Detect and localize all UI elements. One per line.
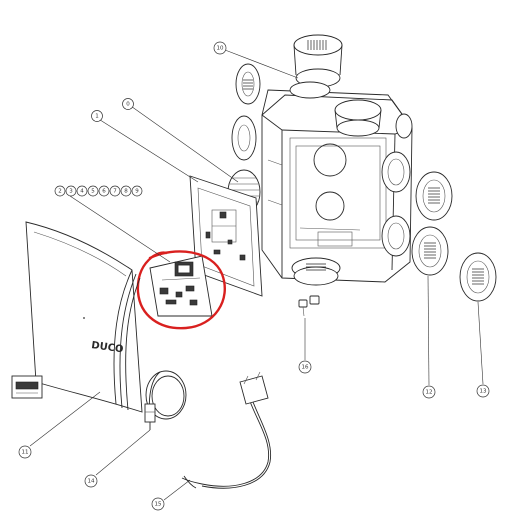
svg-text:3: 3	[69, 189, 73, 195]
callout-4: 4	[76, 185, 88, 197]
front-cover	[25, 221, 143, 413]
svg-text:7: 7	[113, 189, 117, 195]
inner-mounting-panel	[189, 175, 263, 297]
power-cable	[144, 370, 187, 430]
svg-text:2: 2	[58, 189, 62, 195]
bottom-disc	[291, 257, 341, 286]
top-spigots	[289, 34, 382, 137]
svg-text:6: 6	[102, 189, 106, 195]
callout-12: 12	[422, 385, 436, 399]
callout-13: 13	[476, 384, 490, 398]
callout-7: 7	[109, 185, 121, 197]
callout-5: 5	[87, 185, 99, 197]
svg-text:14: 14	[88, 479, 95, 485]
callout-8: 8	[120, 185, 132, 197]
svg-text:11: 11	[22, 450, 29, 456]
svg-text:12: 12	[426, 390, 433, 396]
svg-text:1: 1	[95, 114, 99, 120]
rating-label	[11, 375, 43, 399]
svg-text:DUCO: DUCO	[91, 340, 124, 355]
callout-16: 16	[298, 360, 312, 374]
end-cap-ring	[459, 252, 497, 302]
svg-text:9: 9	[135, 189, 139, 195]
plug-cable	[181, 371, 272, 489]
callout-11: 11	[18, 445, 32, 459]
leader-lines	[29, 49, 484, 501]
svg-text:5: 5	[91, 189, 95, 195]
callout-0: 0	[122, 98, 134, 110]
fan-housing	[261, 89, 413, 283]
svg-text:16: 16	[302, 365, 309, 371]
callout-15: 15	[151, 497, 165, 511]
svg-text:10: 10	[217, 46, 224, 52]
callout-14: 14	[84, 474, 98, 488]
callout-10: 10	[213, 41, 227, 55]
callout-9: 9	[131, 185, 143, 197]
callout-2: 2	[54, 185, 66, 197]
svg-text:4: 4	[80, 189, 84, 195]
duco-logo: DUCO	[91, 340, 124, 355]
callout-1: 1	[91, 110, 103, 122]
callout-6: 6	[98, 185, 110, 197]
svg-text:15: 15	[155, 502, 162, 508]
connector-ring-b	[411, 226, 449, 276]
control-pcb	[149, 255, 213, 317]
highlight-circle	[136, 250, 226, 330]
svg-text:13: 13	[480, 389, 487, 395]
connector-ring-a	[415, 171, 453, 221]
callout-3: 3	[65, 185, 77, 197]
svg-text:8: 8	[124, 189, 128, 195]
screw-part	[298, 295, 320, 317]
svg-text:0: 0	[126, 102, 130, 108]
right-housing-spigots	[381, 113, 413, 257]
left-spigots	[231, 63, 261, 161]
